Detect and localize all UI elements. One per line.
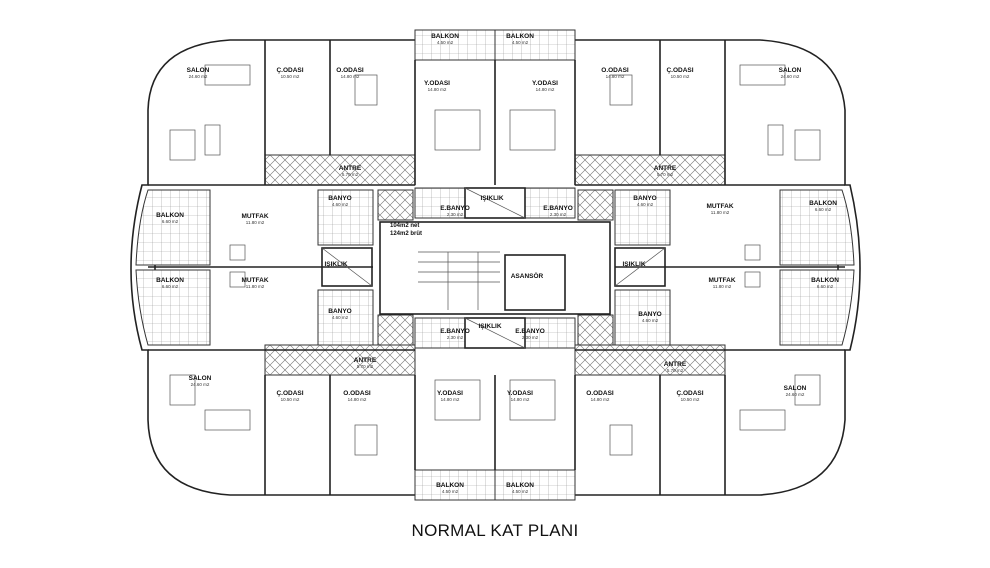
room-name: MUTFAK (708, 277, 735, 284)
room-area: 10.50 m2 (671, 74, 690, 79)
room-name: E.BANYO (440, 328, 470, 335)
area-summary: 104m2 net 124m2 brüt (390, 222, 422, 238)
room-area: 4.50 m2 (437, 40, 454, 45)
room-name: BANYO (633, 195, 656, 202)
room-name: O.ODASI (586, 390, 614, 397)
room-name: BALKON (431, 33, 459, 40)
room-area: 2.30 m2 (447, 335, 464, 340)
room-name: BANYO (638, 311, 661, 318)
room-name: BALKON (156, 277, 184, 284)
room-name: Ç.ODASI (276, 390, 303, 397)
room-name: ASANSÖR (511, 271, 544, 280)
room-area: 4.60 m2 (642, 318, 659, 323)
room-name: IŞIKLIK (324, 261, 347, 268)
room-area: 11.80 m2 (246, 284, 265, 289)
room-name: O.ODASI (343, 390, 371, 397)
room-name: ANTRE (654, 165, 677, 172)
room-name: Ç.ODASI (276, 67, 303, 74)
room-name: Y.ODASI (532, 80, 558, 87)
room-name: BALKON (506, 33, 534, 40)
room-area: 10.50 m2 (681, 397, 700, 402)
room-area: 4.60 m2 (637, 202, 654, 207)
room-area: 5.70 m2 (667, 368, 684, 373)
room-area: 11.80 m2 (713, 284, 732, 289)
room-area: 14.80 m2 (511, 397, 530, 402)
room-area: 14.80 m2 (428, 87, 447, 92)
room-area: 10.50 m2 (281, 74, 300, 79)
room-name: SALON (784, 385, 807, 392)
room-name: ANTRE (664, 361, 687, 368)
furniture (169, 64, 821, 456)
room-name: MUTFAK (706, 203, 733, 210)
room-name: BANYO (328, 308, 351, 315)
room-area: 4.60 m2 (332, 202, 349, 207)
room-area: 24.60 m2 (781, 74, 800, 79)
room-name: E.BANYO (543, 205, 573, 212)
interior-walls (148, 40, 845, 495)
room-area: 10.50 m2 (281, 397, 300, 402)
room-name: MUTFAK (241, 277, 268, 284)
gross-area: 124m2 brüt (390, 231, 423, 237)
room-area: 14.80 m2 (341, 74, 360, 79)
room-name: Y.ODASI (507, 390, 533, 397)
room-name: Y.ODASI (437, 390, 463, 397)
room-name: BALKON (506, 482, 534, 489)
room-name: MUTFAK (241, 213, 268, 220)
room-name: SALON (779, 67, 802, 74)
plan-title: NORMAL KAT PLANI (411, 521, 579, 540)
room-area: 5.70 m2 (357, 364, 374, 369)
room-name: Ç.ODASI (666, 67, 693, 74)
room-area: 4.50 m2 (442, 489, 459, 494)
room-name: IŞIKLIK (622, 261, 645, 268)
room-area: 14.80 m2 (591, 397, 610, 402)
room-name: O.ODASI (601, 67, 629, 74)
room-name: Ç.ODASI (676, 390, 703, 397)
room-area: 6.60 m2 (817, 284, 834, 289)
room-area: 2.30 m2 (522, 335, 539, 340)
room-area: 24.60 m2 (189, 74, 208, 79)
room-name: BALKON (436, 482, 464, 489)
room-name: Y.ODASI (424, 80, 450, 87)
room-name: SALON (187, 67, 210, 74)
room-name: SALON (189, 375, 212, 382)
room-area: 24.60 m2 (786, 392, 805, 397)
room-name: E.BANYO (440, 205, 470, 212)
balconies (135, 29, 855, 501)
room-area: 4.60 m2 (332, 315, 349, 320)
room-area: 24.60 m2 (191, 382, 210, 387)
room-area: 14.80 m2 (606, 74, 625, 79)
net-area: 104m2 net (390, 223, 420, 229)
room-area: 5.70 m2 (657, 172, 674, 177)
room-name: BALKON (809, 200, 837, 207)
room-area: 14.80 m2 (348, 397, 367, 402)
room-name: BALKON (156, 212, 184, 219)
room-area: 11.80 m2 (246, 220, 265, 225)
room-area: 14.80 m2 (536, 87, 555, 92)
room-name: ANTRE (354, 357, 377, 364)
room-area: 2.30 m2 (447, 212, 464, 217)
room-name: O.ODASI (336, 67, 364, 74)
room-name: BALKON (811, 277, 839, 284)
room-area: 5.70 m2 (342, 172, 359, 177)
room-area: 2.30 m2 (550, 212, 567, 217)
room-area: 6.60 m2 (815, 207, 832, 212)
room-name: BANYO (328, 195, 351, 202)
room-area: 6.60 m2 (162, 284, 179, 289)
room-area: 4.50 m2 (512, 489, 529, 494)
room-area: 6.60 m2 (162, 219, 179, 224)
room-area: 4.50 m2 (512, 40, 529, 45)
room-area: 14.80 m2 (441, 397, 460, 402)
room-name: E.BANYO (515, 328, 545, 335)
room-name: ANTRE (339, 165, 362, 172)
room-name: IŞIKLIK (480, 195, 503, 202)
room-area: 11.80 m2 (711, 210, 730, 215)
room-name: IŞIKLIK (478, 323, 501, 330)
